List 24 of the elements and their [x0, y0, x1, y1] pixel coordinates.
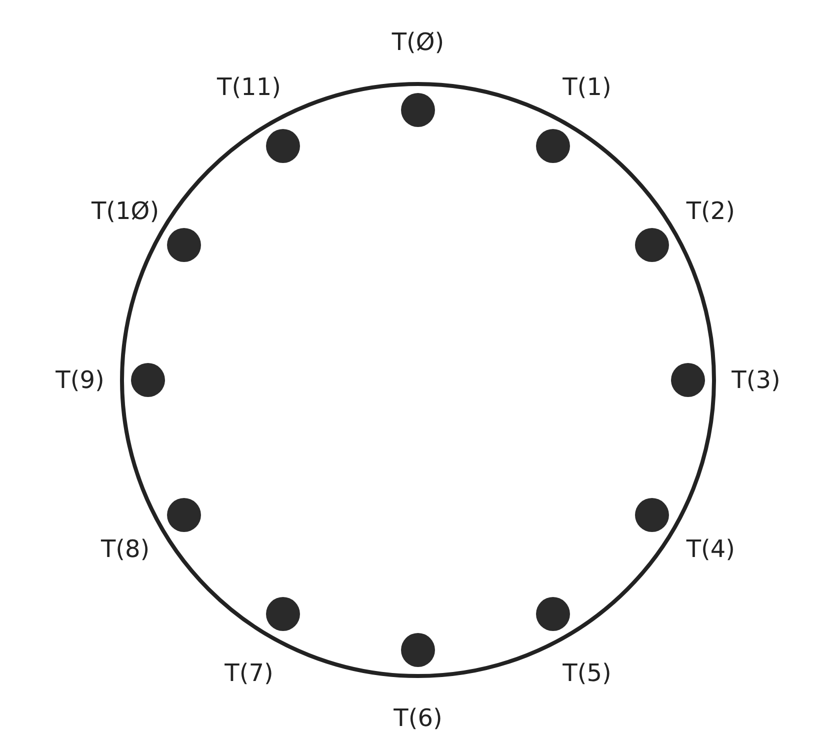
dot-label: T(1Ø) — [92, 197, 160, 225]
dot — [401, 633, 435, 667]
dot — [167, 498, 202, 532]
dot-label: T(8) — [100, 535, 150, 563]
dot — [266, 129, 300, 164]
dot — [401, 93, 435, 127]
dot — [266, 596, 300, 631]
dot — [167, 228, 202, 262]
dot-label: T(6) — [394, 704, 442, 732]
dot-label: T(4) — [686, 535, 736, 563]
dot-label: T(2) — [686, 197, 736, 225]
dot-label: T(1) — [562, 73, 612, 102]
dot-label: T(9) — [56, 366, 104, 394]
dot — [536, 596, 570, 631]
dot-label: T(7) — [224, 658, 274, 687]
dot-label: T(11) — [217, 73, 281, 102]
dot — [634, 498, 669, 532]
dot-label: T(5) — [562, 658, 612, 687]
dot — [671, 363, 705, 397]
dot-label: T(3) — [732, 366, 780, 394]
dot — [634, 228, 669, 262]
dot — [131, 363, 165, 397]
dot — [536, 129, 570, 164]
dot-label: T(Ø) — [392, 28, 444, 56]
